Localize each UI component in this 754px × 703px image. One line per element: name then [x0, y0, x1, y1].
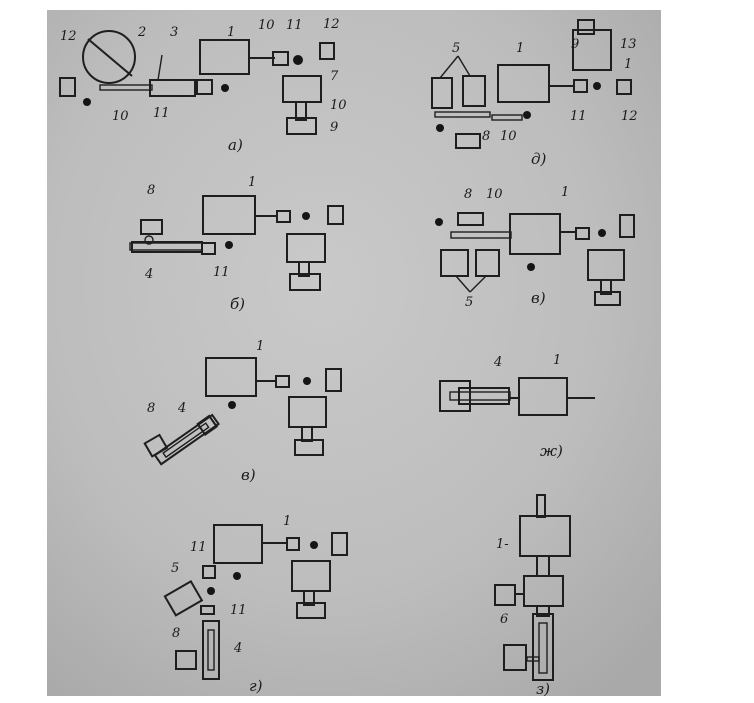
diagram-z: 1- 6 з)	[494, 494, 571, 696]
caption-v-top: в)	[531, 289, 546, 307]
label-1: 1	[227, 25, 235, 40]
label-6-z: 6	[500, 612, 508, 627]
label-5: 5	[452, 41, 460, 56]
scanned-figure: 12 2 3 1 10 11 12 7 10 9 10 11 а) 5 1 9 …	[47, 10, 661, 696]
block-1-d	[497, 64, 550, 103]
label-7: 7	[330, 69, 339, 84]
label-13: 13	[620, 37, 637, 52]
label-11-g: 11	[190, 540, 207, 555]
label-1-d2: 1	[624, 57, 632, 72]
label-8-g: 8	[172, 626, 180, 641]
label-9-d: 9	[571, 37, 579, 52]
label-10: 10	[258, 18, 275, 33]
label-1-v: 1	[561, 185, 569, 200]
block-1-zh	[518, 377, 568, 416]
label-10-v: 10	[486, 187, 503, 202]
label-11-d: 11	[570, 109, 587, 124]
diagram-v-top: 8 10 1 5 в)	[435, 185, 635, 310]
label-5-v: 5	[465, 295, 473, 310]
label-2: 2	[137, 25, 146, 40]
label-4-b: 4	[144, 267, 153, 282]
label-12-d: 12	[621, 109, 638, 124]
diagram-b: 8 1 4 11 б)	[129, 175, 344, 313]
caption-v-mid: в)	[241, 466, 256, 484]
label-1-z: 1-	[496, 537, 509, 552]
caption-z: з)	[536, 680, 550, 696]
label-10c: 10	[112, 109, 129, 124]
diagram-a: 12 2 3 1 10 11 12 7 10 9 10 11 а)	[59, 17, 347, 154]
label-8-v2: 8	[147, 401, 155, 416]
label-10b: 10	[330, 98, 347, 113]
block-1-v	[509, 213, 561, 255]
paper-background	[47, 10, 661, 696]
diagram-v-mid: 8 4 1 в)	[143, 339, 342, 484]
diagram-g: 1 11 5 11 8 4 г)	[163, 514, 348, 695]
layout-diagrams: 12 2 3 1 10 11 12 7 10 9 10 11 а) 5 1 9 …	[47, 10, 661, 696]
label-4-v2: 4	[177, 401, 186, 416]
label-11-g2: 11	[230, 603, 247, 618]
circle-2	[82, 30, 136, 84]
caption-g: г)	[249, 677, 263, 695]
label-8-d: 8	[482, 129, 490, 144]
label-11b: 11	[153, 106, 170, 121]
block-3	[149, 79, 196, 97]
label-1-b: 1	[248, 175, 256, 190]
label-1-d: 1	[516, 41, 524, 56]
label-4-zh: 4	[493, 355, 502, 370]
label-12: 12	[60, 29, 77, 44]
label-12-right: 12	[323, 17, 340, 32]
block-12-left	[59, 77, 76, 97]
label-3: 3	[170, 25, 178, 40]
caption-zh: ж)	[540, 442, 563, 460]
label-1-v2: 1	[256, 339, 264, 354]
caption-d: д)	[531, 150, 547, 168]
diagram-zh: 4 1 ж)	[439, 353, 595, 460]
label-8-b: 8	[147, 183, 155, 198]
label-8-v: 8	[464, 187, 472, 202]
label-5-g: 5	[171, 561, 179, 576]
caption-b: б)	[230, 295, 245, 313]
label-10-d: 10	[500, 129, 517, 144]
label-1-zh: 1	[553, 353, 561, 368]
block-1-v2	[205, 357, 257, 397]
label-11: 11	[286, 18, 303, 33]
label-9: 9	[330, 120, 338, 135]
label-11-b: 11	[213, 265, 230, 280]
label-1-g: 1	[283, 514, 291, 529]
label-4-g: 4	[233, 641, 242, 656]
caption-a: а)	[228, 136, 243, 154]
diagram-d: 5 1 9 13 1 11 12 8 10 д)	[431, 19, 638, 168]
